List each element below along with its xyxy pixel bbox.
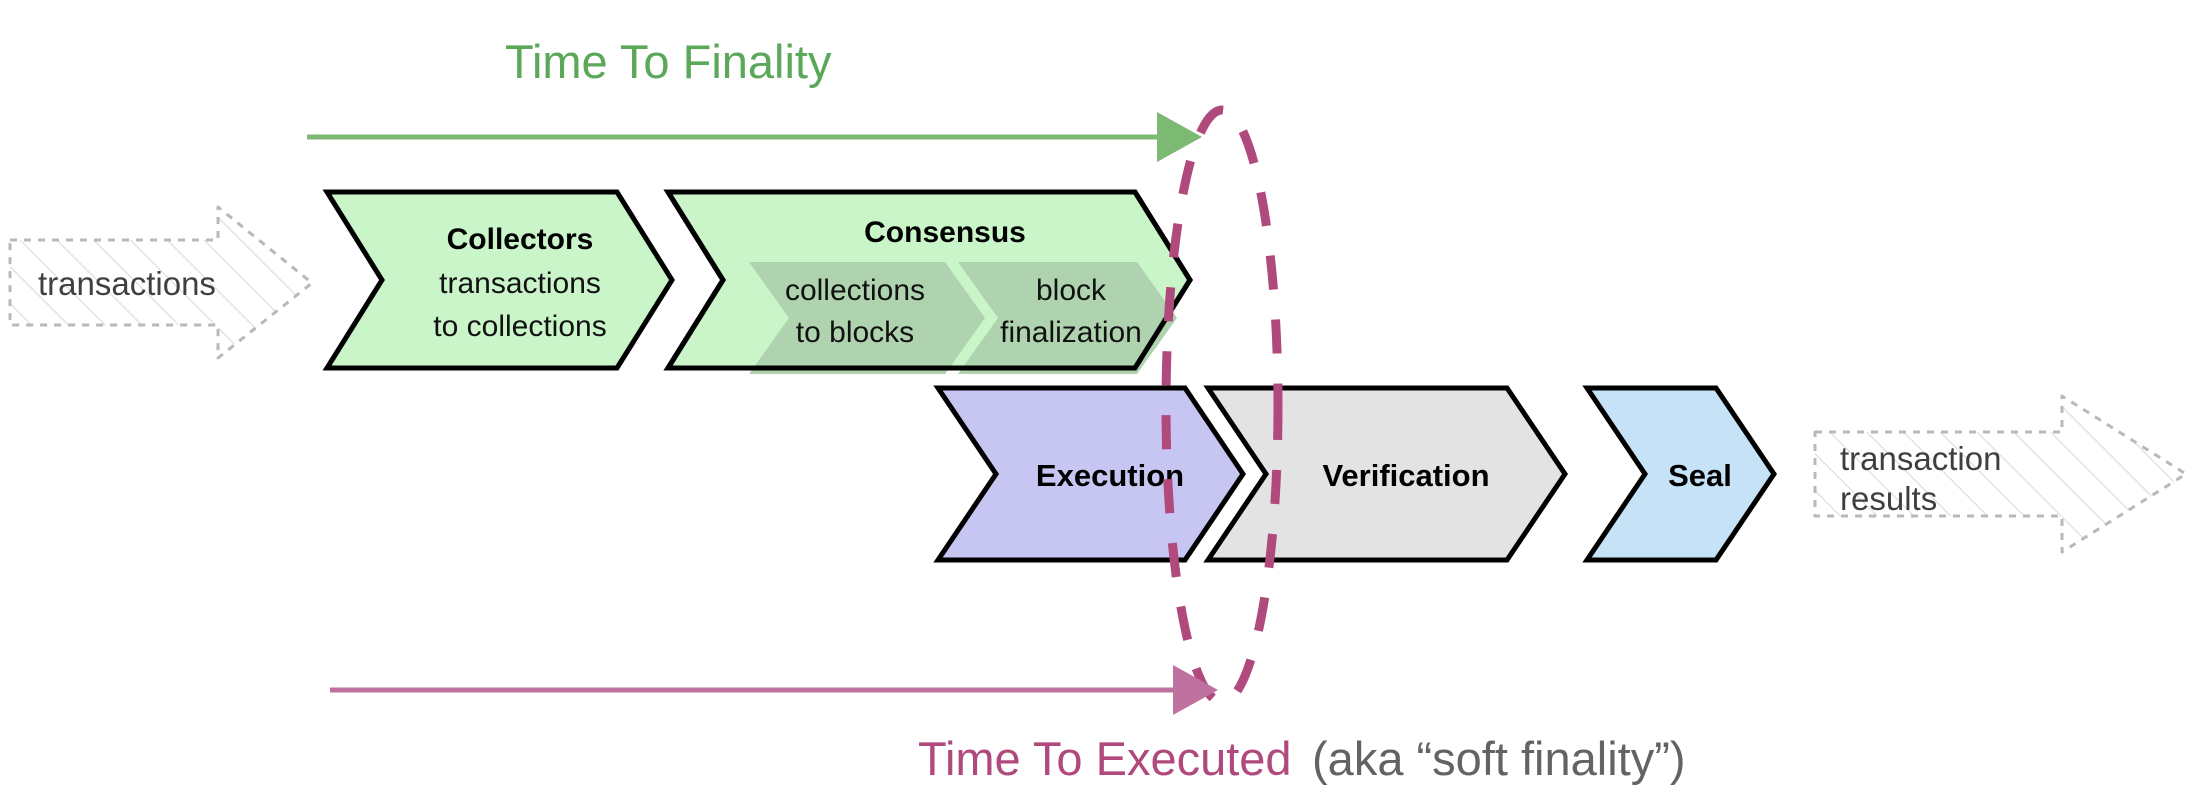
- transaction-results-line-1: transaction: [1840, 440, 2001, 477]
- transactions-input-arrow: transactions: [8, 205, 314, 360]
- collections-to-blocks-line-2: to blocks: [796, 316, 914, 349]
- chevron-consensus[interactable]: Consensus collections to blocks block fi…: [663, 189, 1193, 374]
- finality-boundary-ellipse: [1161, 105, 1283, 707]
- time-to-executed-label: Time To Executed: [918, 732, 1292, 785]
- chevron-verification[interactable]: Verification: [1203, 385, 1569, 563]
- block-finalization-line-1: block: [1036, 274, 1107, 307]
- consensus-outline: [663, 189, 1193, 371]
- time-to-executed-label-group: Time To Executed (aka “soft finality”): [918, 732, 1686, 785]
- collectors-title: Collectors: [447, 223, 594, 256]
- chevron-collections-to-blocks[interactable]: collections to blocks: [749, 262, 985, 374]
- time-to-finality-label: Time To Finality: [505, 35, 832, 88]
- chevron-execution[interactable]: Execution: [933, 385, 1247, 563]
- soft-finality-note: (aka “soft finality”): [1312, 732, 1685, 785]
- transaction-results-output-arrow: transaction results: [1813, 394, 2188, 554]
- chevron-seal[interactable]: Seal: [1582, 385, 1778, 563]
- chevron-collectors[interactable]: Collectors transactions to collections: [322, 189, 675, 371]
- chevron-block-finalization[interactable]: block finalization: [958, 262, 1177, 374]
- transaction-results-line-2: results: [1840, 480, 1937, 517]
- consensus-title: Consensus: [864, 216, 1026, 249]
- collectors-subline-2: to collections: [433, 310, 606, 343]
- seal-title: Seal: [1668, 458, 1732, 493]
- execution-title: Execution: [1036, 458, 1184, 493]
- verification-title: Verification: [1322, 458, 1489, 493]
- collectors-subline-1: transactions: [439, 267, 601, 300]
- collections-to-blocks-line-1: collections: [785, 274, 925, 307]
- transactions-input-label: transactions: [38, 265, 216, 302]
- block-finalization-line-2: finalization: [1000, 316, 1142, 349]
